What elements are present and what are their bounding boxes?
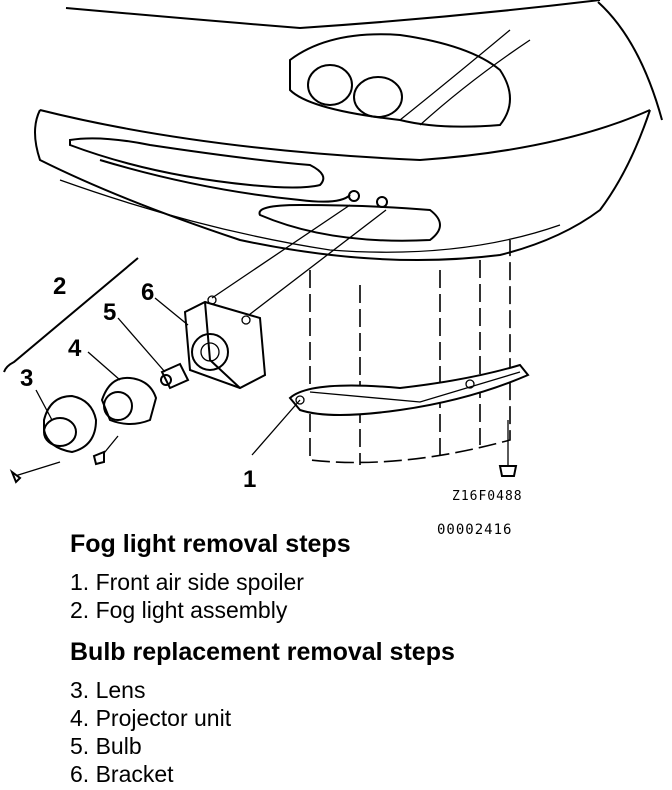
list-item: 2. Fog light assembly	[70, 597, 288, 623]
callout-3: 3	[20, 365, 33, 392]
callout-5: 5	[103, 299, 116, 326]
fog-light-bracket	[183, 295, 267, 390]
exploded-view-diagram: 2 6 5 4 3 1 Z16F0488	[3, 0, 663, 504]
headlight-cluster	[289, 29, 531, 128]
list-item: 6. Bracket	[70, 761, 174, 787]
list-item: 4. Projector unit	[70, 705, 232, 731]
car-body-outline	[34, 0, 663, 261]
bumper-underside-phantom	[309, 240, 511, 465]
fog-light-heading: Fog light removal steps	[70, 530, 351, 558]
callout-2: 2	[53, 273, 66, 300]
bumper-grille-slots	[69, 137, 441, 242]
list-item: 1. Front air side spoiler	[70, 569, 304, 595]
fog-light-step-list: 1. Front air side spoiler 2. Fog light a…	[70, 568, 304, 624]
bulb-replacement-heading: Bulb replacement removal steps	[70, 638, 455, 666]
figure-code: Z16F0488	[452, 489, 523, 504]
fog-light-bulb	[160, 362, 190, 390]
upper-mount-bolts	[211, 190, 388, 319]
callout-1: 1	[243, 466, 256, 493]
projector-unit	[92, 376, 158, 466]
callout-6: 6	[141, 279, 154, 306]
fog-light-lens	[9, 394, 98, 484]
document-number: 00002416	[437, 522, 513, 538]
callout-4: 4	[68, 335, 82, 362]
list-item: 5. Bulb	[70, 733, 142, 759]
list-item: 3. Lens	[70, 677, 146, 703]
leader-lines	[3, 257, 301, 456]
front-air-side-spoiler	[288, 363, 530, 477]
bulb-replacement-step-list: 3. Lens 4. Projector unit 5. Bulb 6. Bra…	[70, 676, 231, 788]
